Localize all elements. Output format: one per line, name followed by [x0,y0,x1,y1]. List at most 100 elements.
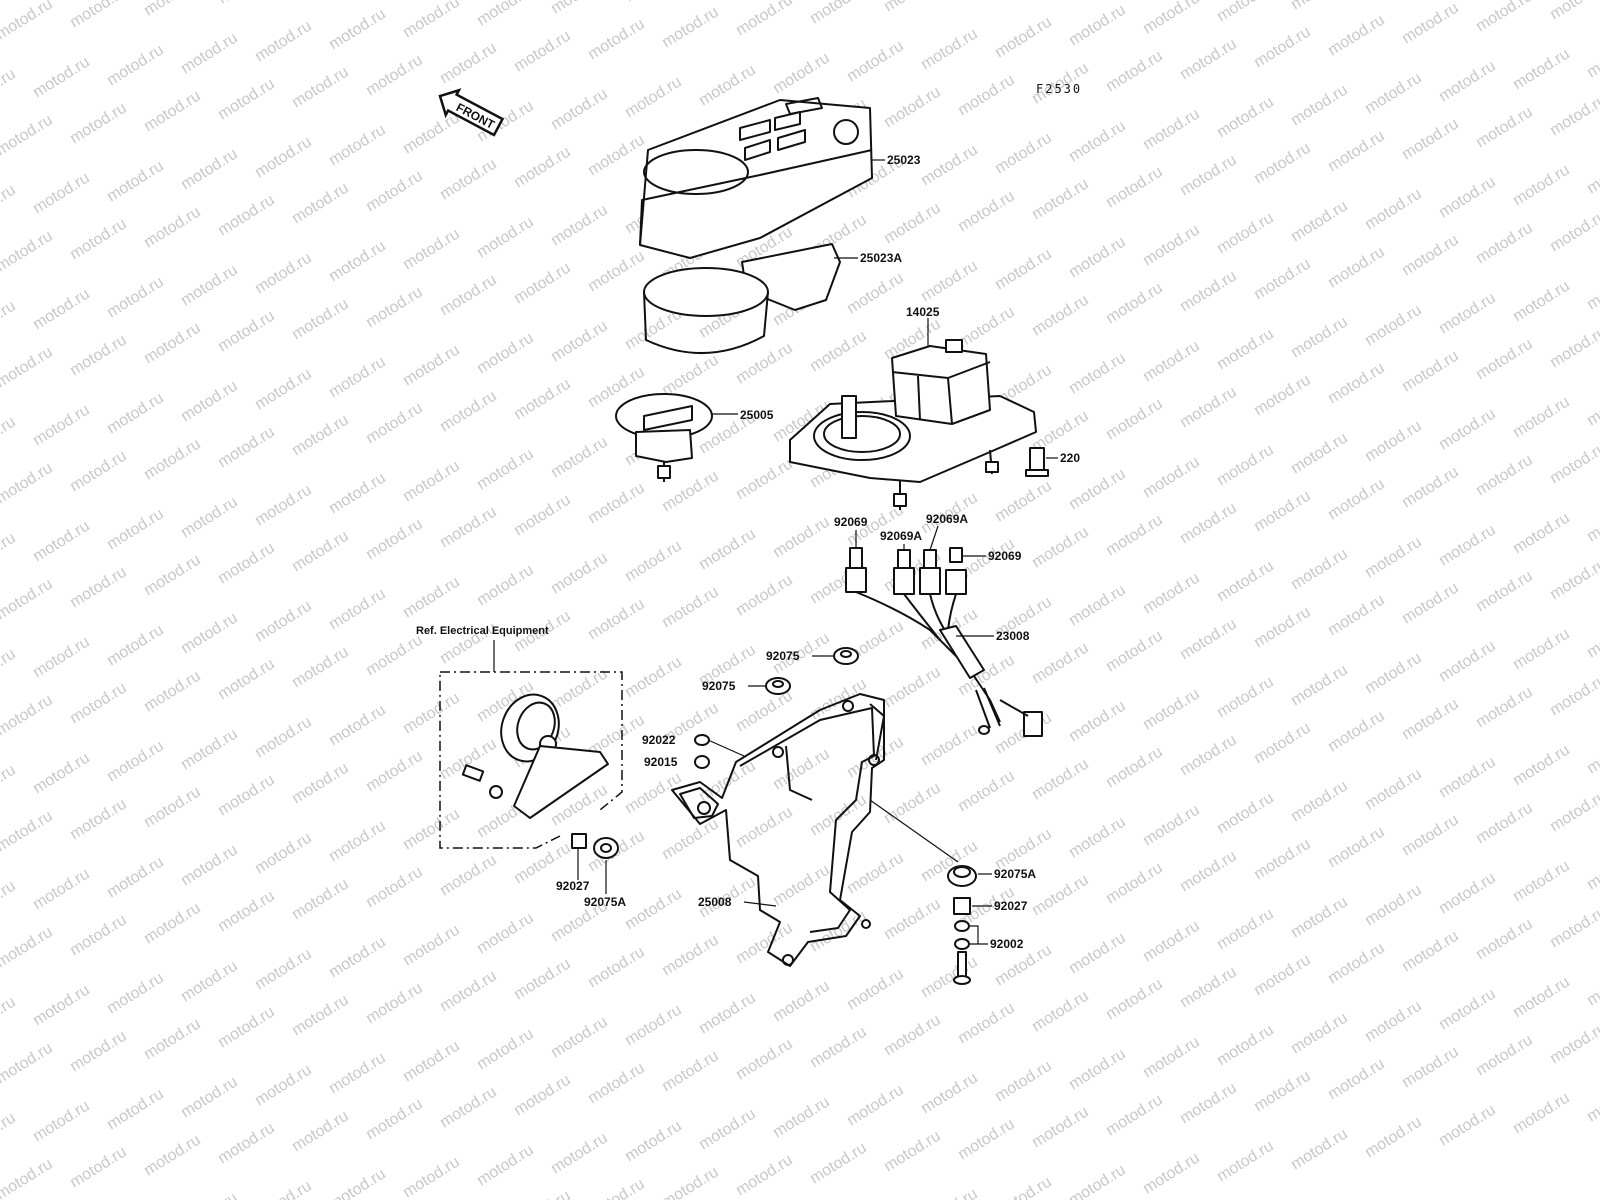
watermark-text: motod.ru [0,414,19,462]
part-25005-meter [615,393,713,482]
watermark-text: motod.ru [1399,696,1462,744]
watermark-text: motod.ru [918,722,981,770]
watermark-text: motod.ru [252,598,315,646]
watermark-text: motod.ru [363,284,426,332]
watermark-text: motod.ru [733,572,796,620]
watermark-text: motod.ru [0,1040,56,1088]
watermark-text: motod.ru [474,910,537,958]
watermark-text: motod.ru [30,634,93,682]
part-92002-bolt [953,920,971,985]
watermark-text: motod.ru [548,202,611,250]
watermark-text: motod.ru [1214,0,1277,25]
watermark-text: motod.ru [363,632,426,680]
watermark-text: motod.ru [326,470,389,518]
watermark-text: motod.ru [1584,730,1600,778]
watermark-text: motod.ru [30,286,93,334]
watermark-text: motod.ru [0,924,56,972]
watermark-text: motod.ru [141,900,204,948]
watermark-text: motod.ru [67,796,130,844]
watermark-text: motod.ru [1103,628,1166,676]
watermark-text: motod.ru [474,1142,537,1190]
watermark-text: motod.ru [1436,406,1499,454]
watermark-text: motod.ru [289,180,352,228]
watermark-text: motod.ru [1177,384,1240,432]
watermark-text: motod.ru [1584,846,1600,894]
watermark-text: motod.ru [215,192,278,240]
watermark-text: motod.ru [437,40,500,88]
watermark-text: motod.ru [992,1174,1055,1200]
label-92027-a: 92027 [556,879,590,893]
watermark-text: motod.ru [1288,894,1351,942]
watermark-text: motod.ru [1288,662,1351,710]
watermark-text: motod.ru [548,0,611,17]
watermark-text: motod.ru [1066,814,1129,862]
watermark-text: motod.ru [252,134,315,182]
label-92069-b: 92069 [988,549,1022,563]
watermark-text: motod.ru [918,258,981,306]
watermark-text: motod.ru [30,866,93,914]
watermark-text: motod.ru [1103,512,1166,560]
watermark-text: motod.ru [992,478,1055,526]
watermark-text: motod.ru [1399,348,1462,396]
watermark-text: motod.ru [1103,1092,1166,1140]
watermark-text: motod.ru [1288,198,1351,246]
watermark-text: motod.ru [1066,698,1129,746]
watermark-text: motod.ru [289,528,352,576]
watermark-text: motod.ru [0,182,19,230]
watermark-text: motod.ru [1473,800,1536,848]
watermark-text: motod.ru [1214,326,1277,374]
watermark-text: motod.ru [67,680,130,728]
watermark-text: motod.ru [770,1094,833,1142]
watermark-text: motod.ru [807,0,870,27]
watermark-text: motod.ru [548,318,611,366]
watermark-text: motod.ru [178,494,241,542]
watermark-text: motod.ru [400,342,463,390]
watermark-text: motod.ru [585,16,648,64]
watermark-text: motod.ru [1547,324,1600,372]
watermark-text: motod.ru [1325,360,1388,408]
watermark-text: motod.ru [104,390,167,438]
watermark-text: motod.ru [104,738,167,786]
watermark-text: motod.ru [400,922,463,970]
watermark-text: motod.ru [363,400,426,448]
watermark-text: motod.ru [955,1000,1018,1048]
watermark-text: motod.ru [844,850,907,898]
watermark-text: motod.ru [511,144,574,192]
watermark-text: motod.ru [1214,210,1277,258]
watermark-text: motod.ru [363,748,426,796]
label-92022: 92022 [642,733,676,747]
watermark-text: motod.ru [844,966,907,1014]
part-25008-bracket [671,693,885,967]
watermark-text: motod.ru [992,14,1055,62]
watermark-text: motod.ru [696,62,759,110]
watermark-text: motod.ru [215,1004,278,1052]
watermark-text: motod.ru [1399,0,1462,47]
watermark-text: motod.ru [733,1152,796,1200]
watermark-text: motod.ru [770,746,833,794]
watermark-text: motod.ru [511,376,574,424]
watermark-text: motod.ru [548,1014,611,1062]
watermark-text: motod.ru [1547,556,1600,604]
watermark-text: motod.ru [400,1154,463,1200]
watermark-text: motod.ru [918,142,981,190]
watermark-text: motod.ru [696,990,759,1038]
watermark-text: motod.ru [178,958,241,1006]
watermark-text: motod.ru [1214,790,1277,838]
watermark-text: motod.ru [1140,0,1203,37]
watermark-text: motod.ru [918,26,981,74]
part-23008-harness [855,591,1043,737]
watermark-text: motod.ru [511,1072,574,1120]
watermark-text: motod.ru [104,622,167,670]
label-25005: 25005 [740,408,774,422]
watermark-text: motod.ru [215,76,278,124]
watermark-text: motod.ru [326,1166,389,1200]
part-92075A-grommet-a [593,837,619,859]
watermark-text: motod.ru [1399,232,1462,280]
watermark-text: motod.ru [1547,788,1600,836]
watermark-text: motod.ru [1029,640,1092,688]
watermark-text: motod.ru [0,762,19,810]
watermark-text: motod.ru [67,1144,130,1192]
watermark-text: motod.ru [1325,940,1388,988]
watermark-text: motod.ru [1177,500,1240,548]
watermark-text: motod.ru [67,332,130,380]
